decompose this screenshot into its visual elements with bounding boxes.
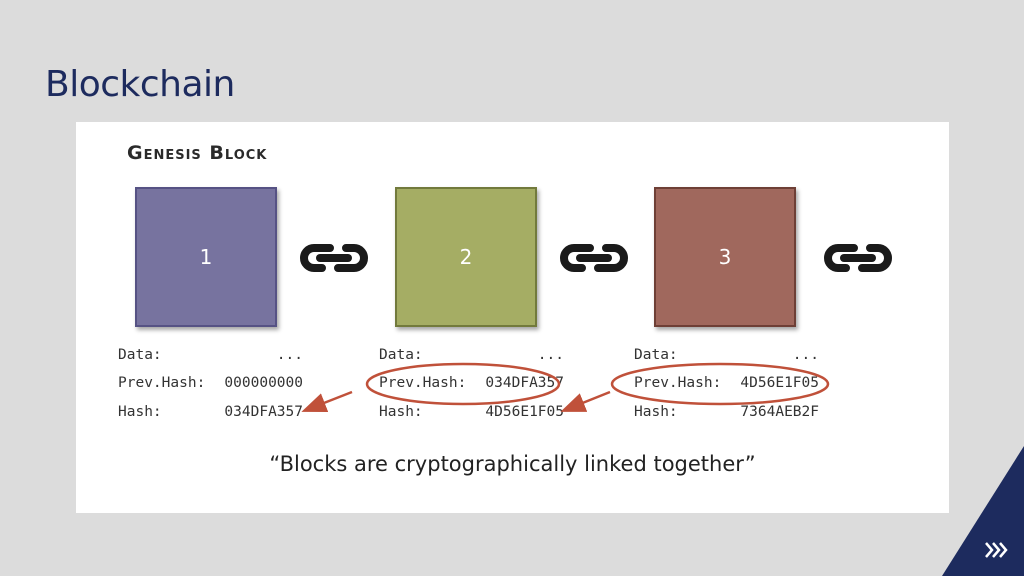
data-value: ...: [276, 347, 303, 363]
hash-label: Hash:: [634, 404, 678, 420]
hash-value: 4D56E1F05: [485, 404, 564, 420]
chain-link-icon: [824, 244, 892, 272]
prev-hash-row: Prev.Hash: 034DFA357: [379, 375, 564, 395]
hash-row: Hash: 4D56E1F05: [379, 404, 564, 424]
genesis-block-label: Genesis Block: [127, 142, 268, 164]
data-row: Data: ...: [379, 347, 564, 367]
prev-hash-row: Prev.Hash: 000000000: [118, 375, 303, 395]
hash-row: Hash: 7364AEB2F: [634, 404, 819, 424]
data-value: ...: [537, 347, 564, 363]
data-row: Data: ...: [118, 347, 303, 367]
prev-hash-row: Prev.Hash: 4D56E1F05: [634, 375, 819, 395]
block-number: 3: [718, 245, 732, 269]
data-row: Data: ...: [634, 347, 819, 367]
prev-hash-label: Prev.Hash:: [634, 375, 722, 391]
prev-hash-value: 4D56E1F05: [740, 375, 819, 391]
prev-hash-label: Prev.Hash:: [379, 375, 467, 391]
data-label: Data:: [379, 347, 423, 363]
block-2: 2: [395, 187, 537, 327]
hash-value: 034DFA357: [224, 404, 303, 420]
slide-title: Blockchain: [45, 64, 235, 105]
hash-label: Hash:: [118, 404, 162, 420]
chain-link-icon: [300, 244, 368, 272]
hash-value: 7364AEB2F: [740, 404, 819, 420]
prev-hash-value: 000000000: [224, 375, 303, 391]
block-1: 1: [135, 187, 277, 327]
block-number: 2: [459, 245, 473, 269]
hash-row: Hash: 034DFA357: [118, 404, 303, 424]
block-3: 3: [654, 187, 796, 327]
hash-label: Hash:: [379, 404, 423, 420]
caption: “Blocks are cryptographically linked tog…: [269, 452, 756, 476]
data-label: Data:: [118, 347, 162, 363]
double-chevron-icon: [942, 446, 1024, 576]
prev-hash-label: Prev.Hash:: [118, 375, 206, 391]
chain-link-icon: [560, 244, 628, 272]
data-label: Data:: [634, 347, 678, 363]
prev-hash-value: 034DFA357: [485, 375, 564, 391]
data-value: ...: [792, 347, 819, 363]
block-number: 1: [199, 245, 213, 269]
